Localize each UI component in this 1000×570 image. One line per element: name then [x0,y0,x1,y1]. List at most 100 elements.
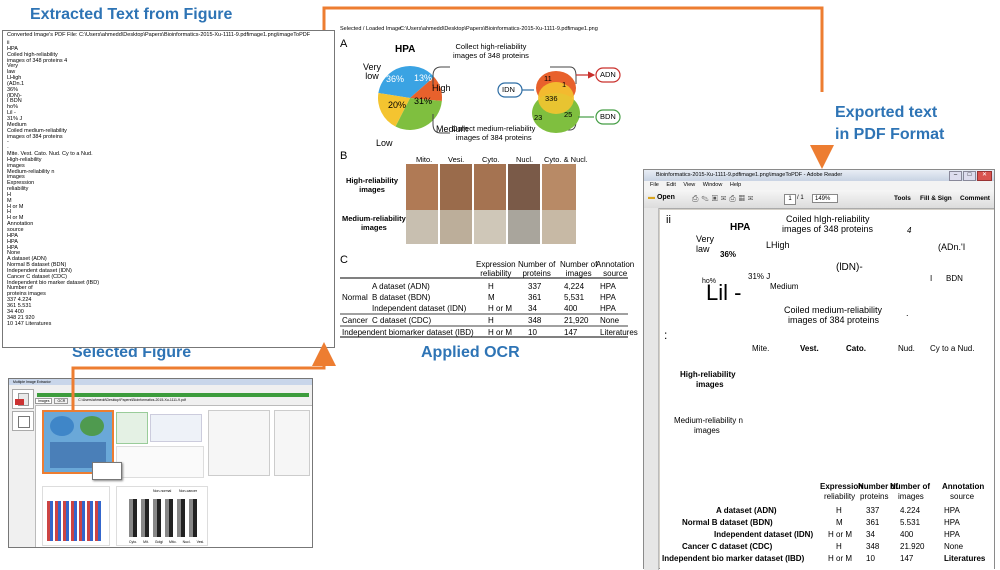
zoom-select[interactable]: 149% [812,194,838,203]
venn-bdn: BDN [600,112,616,121]
extracted-line: H [7,191,11,198]
table-cell-name: B dataset (BDN) [372,293,431,302]
pdf-table-cell-images: 147 [900,554,914,563]
legend-cancer: Non-cancer [179,489,198,493]
maximize-button[interactable]: □ [963,171,976,181]
pie-pct-31: 31% [414,96,433,106]
extracted-line: law [7,69,16,76]
extracted-line: Normal B dataset (BDN) [7,262,67,269]
page-number-input[interactable]: 1 [784,194,796,205]
open-button[interactable]: ▬ Open [648,194,675,201]
thumbnail-2[interactable] [116,412,148,444]
pdf-table-header: proteins [860,492,889,501]
table-cell-name: Independent dataset (IDN) [372,304,467,313]
extracted-line: 10 147 Literatures [7,320,52,327]
pdf-nud: Nud. [898,344,915,353]
thumbnail-3[interactable] [150,414,202,442]
thumbnail-6[interactable] [116,446,204,478]
pdf-hpa: HPA [730,222,751,233]
pdf-dot: . [906,308,909,318]
extracted-line: M [7,197,12,204]
pdf-lil: Lil - [706,280,742,305]
menu-view[interactable]: View [683,182,696,188]
adobe-menu-bar: File Edit View Window Help [644,181,994,190]
col-vesi: Vesi. [448,155,465,164]
pdf-table-cell-proteins: 34 [866,530,875,539]
thumbnail-4[interactable] [208,410,270,476]
pdf-table-cell-expr: H or M [828,530,852,539]
venn-336: 336 [545,94,558,103]
pdf-high-rel-1: High-reliability [680,370,736,379]
minimize-button[interactable]: – [949,171,962,181]
selected-thumbnail[interactable] [42,410,114,474]
pdf-icon-button[interactable] [12,389,34,409]
extracted-line: Medium [7,121,27,128]
tab-images[interactable]: Images [35,398,53,404]
pdf-table-cell-name: Cancer C dataset (CDC) [682,542,773,551]
folder-icon: ▬ [648,194,655,201]
pdf-table-cell-name: Independent bio marker dataset (IBD) [662,554,805,563]
extracted-line: Mite. Vest. Cato. Nud. Cy to a Nud. [7,151,93,158]
extracted-line: Coiled high-reliability [7,51,58,58]
pdf-table-header: source [950,492,975,501]
window-controls: – □ ✕ [949,171,992,181]
pie-slice-low [378,92,410,127]
toolbar-icons[interactable]: ⎙✎▣✉⎙▦✉ [692,194,757,203]
pdf-cy-to-nud: Cy to a Nud. [930,344,975,353]
pdf-36: 36% [720,250,737,259]
menu-edit[interactable]: Edit [666,182,676,188]
selected-figure-app-screenshot[interactable]: Multiple Image Extractor Images OCR C:\U… [8,378,313,548]
extracted-line: 31% J [7,115,23,122]
extracted-line: H or M [7,203,24,210]
app-path: C:\Users\ahmedd\Desktop\Papers\Bioinform… [78,398,186,402]
menu-window[interactable]: Window [702,182,723,188]
close-button[interactable]: ✕ [977,171,992,181]
pdf-images-384: images of 384 proteins [788,315,880,325]
pdf-colon: : [664,328,668,342]
pdf-table-header: reliability [824,492,856,501]
table-cell-expr: H [488,282,494,291]
extracted-header: Converted Image's PDF File: C:\Users\ahm… [7,32,311,38]
extracted-line: source [7,227,24,233]
fill-sign-button[interactable]: Fill & Sign [920,195,952,202]
comment-button[interactable]: Comment [960,195,990,202]
pdf-table-cell-name: Normal B dataset (BDN) [682,518,773,527]
legend-normal: Non-normal [153,489,172,493]
panel-b-label: B [340,150,348,162]
tab-ocr[interactable]: OCR [54,398,69,404]
pdf-medium-rel-1: Medium-reliability n [674,416,743,425]
extracted-line: Independent dataset (IDN) [7,267,72,274]
pdf-vest: Vest. [800,344,819,353]
collect-high-text: Collect high-reliability images of 348 p… [453,42,529,60]
export-icon-button[interactable] [12,411,34,431]
table-header: Number of images [560,260,598,278]
pdf-table-cell-proteins: 348 [866,542,880,551]
pdf-very: Very [696,234,715,244]
context-menu[interactable] [92,462,122,480]
pdf-mite: Mite. [752,344,770,353]
table-cell-proteins: 337 [528,282,542,291]
extracted-line: I BDN [7,98,22,105]
pdf-table-cell-source: Literatures [944,554,986,563]
arrow-to-top [322,6,824,92]
extracted-line: H [7,209,11,216]
menu-help[interactable]: Help [729,182,742,188]
thumbnail-5[interactable] [274,410,310,476]
row-medium-reliability: Medium-reliability images [342,214,406,232]
extracted-line: 337 4.224 [7,297,32,304]
extracted-line: Expression [7,180,35,187]
adobe-reader-window[interactable]: Bioinformatics-2015-Xu-1111-9.pdfimage1.… [643,169,995,570]
menu-file[interactable]: File [650,182,659,188]
pdf-table-cell-proteins: 10 [866,554,875,563]
extracted-text-panel[interactable]: Converted Image's PDF File: C:\Users\ahm… [2,30,335,348]
tools-button[interactable]: Tools [894,195,911,202]
pdf-coiled-high: Coiled hIgh-reliability [786,214,870,224]
heading-exported-text: Exported text [835,104,938,121]
bar-chart-thumbnail-1[interactable] [42,486,110,546]
extracted-line: Number of [7,285,33,292]
ocr-figure: Selected / Loaded Image: C:\Users\ahmedd… [338,26,638,344]
col-nucl: Nucl. [516,155,534,164]
adobe-navigation-pane[interactable] [644,208,659,570]
